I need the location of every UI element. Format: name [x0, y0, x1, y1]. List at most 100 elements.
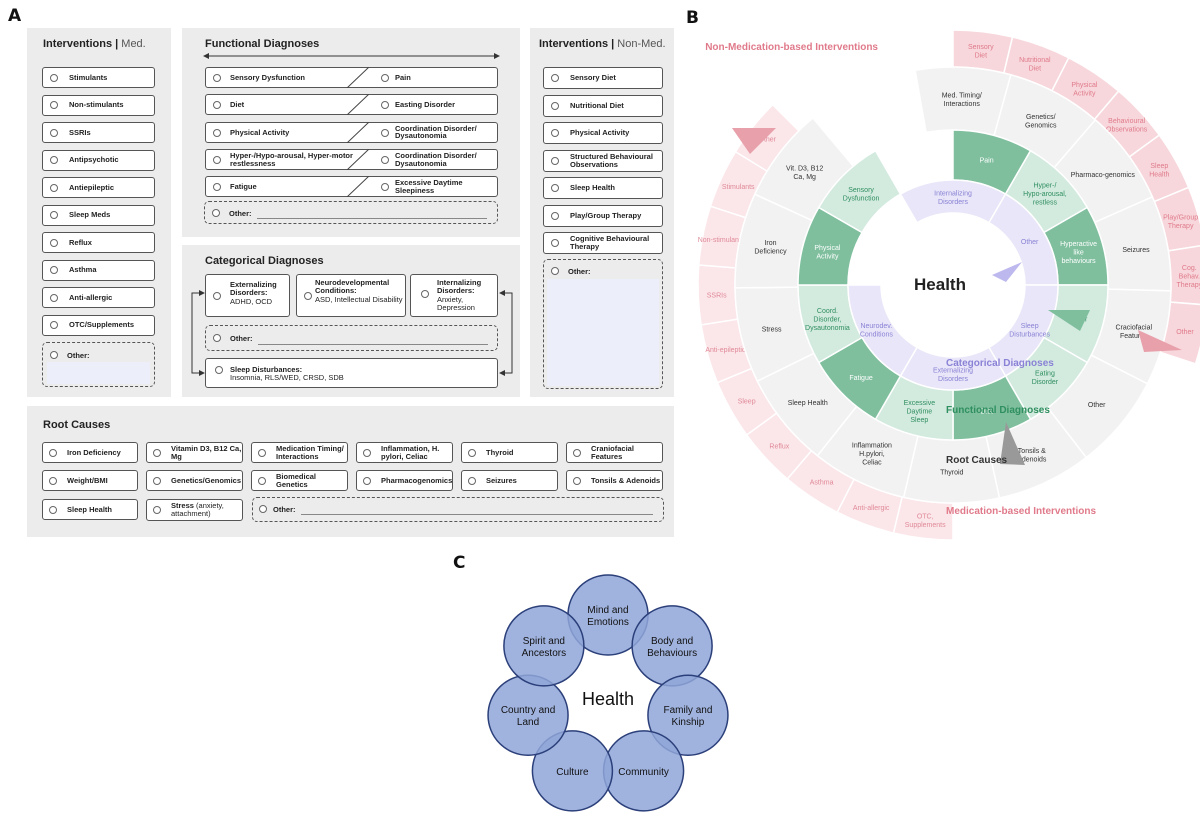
radio-icon[interactable] — [551, 267, 559, 275]
nonmed-item[interactable]: Cognitive Behavioural Therapy — [543, 232, 663, 254]
root-item[interactable]: Vitamin D3, B12 Ca, Mg — [146, 442, 243, 463]
radio-icon[interactable] — [213, 128, 221, 137]
radio-icon[interactable] — [50, 321, 58, 329]
categorical-box-neurodevelopmental[interactable]: Neurodevelopmental Conditions:ASD, Intel… — [296, 274, 406, 317]
categorical-box-internalizing[interactable]: Internalizing Disorders:Anxiety, Depress… — [410, 274, 498, 317]
radio-icon[interactable] — [50, 211, 58, 219]
radio-icon[interactable] — [50, 238, 58, 247]
other-text-area[interactable] — [547, 279, 659, 386]
med-item[interactable]: OTC/Supplements — [42, 314, 155, 336]
nonmed-item[interactable]: Structured Behavioural Observations — [543, 149, 663, 172]
radio-icon[interactable] — [153, 506, 161, 514]
categorical-other-field[interactable]: Other: — [205, 325, 498, 351]
radio-icon[interactable] — [421, 290, 429, 298]
radio-icon[interactable] — [212, 209, 220, 217]
med-item[interactable]: Sleep Meds — [42, 204, 155, 226]
nonmed-item[interactable]: Play/Group Therapy — [543, 204, 663, 227]
other-underline[interactable] — [258, 344, 488, 345]
radio-icon[interactable] — [213, 155, 221, 164]
nonmed-item[interactable]: Nutritional Diet — [543, 94, 663, 117]
radio-icon[interactable] — [363, 448, 371, 457]
categorical-box-sleep[interactable]: Sleep Disturbances:Insomnia, RLS/WED, CR… — [205, 358, 498, 388]
root-item[interactable]: Weight/BMI — [42, 470, 138, 491]
root-item[interactable]: Genetics/Genomics — [146, 470, 243, 491]
radio-icon[interactable] — [381, 74, 389, 82]
med-item[interactable]: Asthma — [42, 259, 155, 281]
med-item[interactable]: Reflux — [42, 232, 155, 253]
radio-icon[interactable] — [213, 334, 221, 342]
root-item[interactable]: Pharmacogenomics — [356, 470, 453, 491]
radio-icon[interactable] — [153, 448, 161, 457]
radio-icon[interactable] — [50, 266, 58, 274]
radio-icon[interactable] — [50, 351, 58, 359]
nonmed-other-field[interactable]: Other: — [543, 259, 663, 389]
nonmed-item[interactable]: Sleep Health — [543, 177, 663, 199]
med-other-field[interactable]: Other: — [42, 342, 155, 387]
radio-icon[interactable] — [573, 448, 581, 457]
radio-icon[interactable] — [551, 239, 559, 247]
radio-icon[interactable] — [304, 292, 312, 300]
radio-icon[interactable] — [258, 448, 266, 457]
root-item[interactable]: Tonsils & Adenoids — [566, 470, 663, 491]
radio-icon[interactable] — [153, 476, 161, 485]
radio-icon[interactable] — [213, 101, 221, 110]
root-other-field[interactable]: Other: — [252, 497, 664, 522]
radio-icon[interactable] — [49, 505, 57, 514]
root-item[interactable]: Seizures — [461, 470, 558, 491]
radio-icon[interactable] — [551, 74, 559, 82]
med-item[interactable]: Antipsychotic — [42, 149, 155, 171]
nonmed-item[interactable]: Sensory Diet — [543, 67, 663, 89]
radio-icon[interactable] — [215, 366, 223, 374]
root-item[interactable]: Medication Timing/ Interactions — [251, 442, 348, 463]
categorical-box-externalizing[interactable]: Externalizing Disorders:ADHD, OCD — [205, 274, 290, 317]
root-item[interactable]: Thyroid — [461, 442, 558, 463]
other-underline[interactable] — [301, 514, 653, 515]
other-text-area[interactable] — [47, 362, 150, 384]
radio-icon[interactable] — [363, 476, 371, 485]
radio-icon[interactable] — [213, 183, 221, 192]
radio-icon[interactable] — [381, 101, 389, 110]
radio-icon[interactable] — [50, 101, 58, 109]
root-item[interactable]: Iron Deficiency — [42, 442, 138, 463]
radio-icon[interactable] — [551, 184, 559, 192]
radio-icon[interactable] — [50, 293, 58, 302]
radio-icon[interactable] — [49, 476, 57, 485]
radio-icon[interactable] — [50, 73, 58, 82]
root-item[interactable]: Sleep Health — [42, 499, 138, 520]
radio-icon[interactable] — [551, 211, 559, 220]
med-item[interactable]: Stimulants — [42, 67, 155, 88]
root-item[interactable]: Biomedical Genetics — [251, 470, 348, 491]
radio-icon[interactable] — [381, 155, 389, 164]
radio-icon[interactable] — [259, 505, 267, 513]
radio-icon[interactable] — [213, 292, 221, 300]
radio-icon[interactable] — [50, 183, 58, 192]
radio-icon[interactable] — [258, 476, 266, 485]
root-item[interactable]: Craniofacial Features — [566, 442, 663, 463]
med-item[interactable]: SSRIs — [42, 122, 155, 143]
functional-row[interactable]: Hyper-/Hypo-arousal, Hyper-motor restles… — [205, 148, 498, 170]
med-item[interactable]: Anti-allergic — [42, 287, 155, 308]
med-item[interactable]: Antiepileptic — [42, 177, 155, 198]
nonmed-item[interactable]: Physical Activity — [543, 122, 663, 144]
radio-icon[interactable] — [468, 448, 476, 457]
radio-icon[interactable] — [381, 183, 389, 192]
other-underline[interactable] — [257, 218, 487, 219]
radio-icon[interactable] — [573, 476, 581, 485]
radio-icon[interactable] — [50, 156, 58, 164]
root-item[interactable]: Inflammation, H. pylori, Celiac — [356, 442, 453, 463]
radio-icon[interactable] — [551, 101, 559, 110]
radio-icon[interactable] — [49, 448, 57, 457]
radio-icon[interactable] — [381, 128, 389, 137]
functional-other-field[interactable]: Other: — [204, 201, 498, 224]
radio-icon[interactable] — [50, 128, 58, 137]
radio-icon[interactable] — [213, 74, 221, 82]
root-item-stress[interactable]: Stress (anxiety, attachment) — [146, 499, 243, 521]
radio-icon[interactable] — [468, 476, 476, 485]
radio-icon[interactable] — [551, 129, 559, 137]
med-item[interactable]: Non-stimulants — [42, 94, 155, 116]
radio-icon[interactable] — [551, 156, 559, 165]
